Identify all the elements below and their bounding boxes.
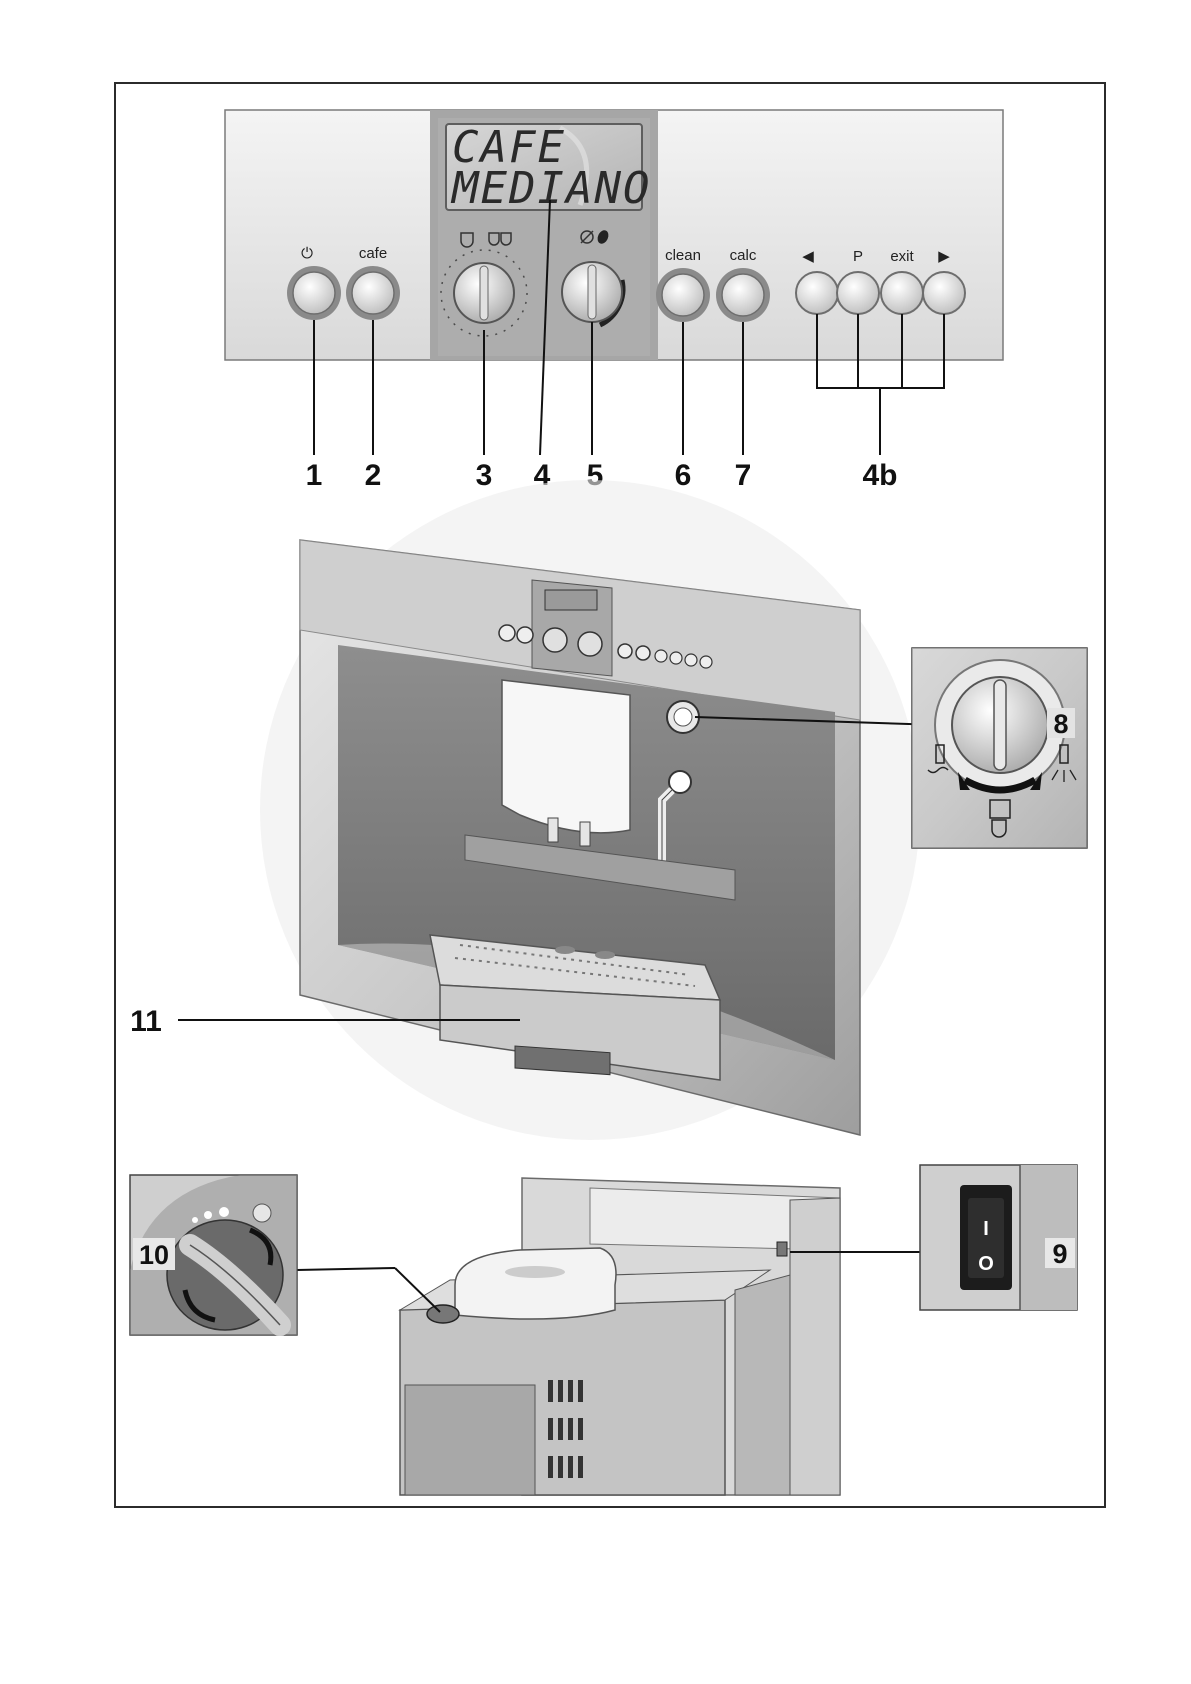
calc-button[interactable] — [716, 268, 770, 322]
callout-3: 3 — [476, 459, 493, 492]
callout-7: 7 — [735, 459, 752, 492]
switch-on-symbol: I — [983, 1218, 989, 1240]
cafe-button-label: cafe — [359, 245, 387, 262]
main-switch[interactable]: I O — [960, 1185, 1012, 1290]
power-button[interactable] — [287, 266, 341, 320]
grinder-knob — [427, 1305, 459, 1323]
callout-2: 2 — [365, 459, 382, 492]
machine-front-view — [260, 480, 920, 1140]
lcd-display: CAFE MEDIANO — [446, 122, 651, 214]
inset-steam-knob: 8 — [912, 648, 1087, 848]
callout-6: 6 — [675, 459, 692, 492]
clean-button[interactable] — [656, 268, 710, 322]
main-switch-small — [777, 1242, 787, 1256]
exit-button-label: exit — [890, 248, 914, 265]
p-button-label: P — [853, 248, 863, 265]
inset-main-switch: I O 9 — [920, 1165, 1077, 1310]
left-arrow-label: ◀ — [802, 248, 814, 265]
left-button[interactable] — [796, 272, 838, 314]
exit-button[interactable] — [881, 272, 923, 314]
switch-off-symbol: O — [978, 1253, 994, 1275]
control-panel: CAFE MEDIANO ⏻ cafe — [225, 110, 1003, 360]
callout-11: 11 — [130, 1005, 162, 1038]
callout-1: 1 — [306, 459, 323, 492]
right-arrow-label: ▶ — [938, 248, 950, 265]
cafe-button[interactable] — [346, 266, 400, 320]
calc-button-label: calc — [730, 247, 757, 264]
callout-8: 8 — [1053, 709, 1068, 739]
callout-4b: 4b — [862, 459, 897, 492]
callout-9: 9 — [1052, 1239, 1067, 1269]
clean-button-label: clean — [665, 247, 701, 264]
callout-10: 10 — [139, 1240, 169, 1270]
power-symbol-label: ⏻ — [301, 245, 313, 262]
p-button[interactable] — [837, 272, 879, 314]
right-button[interactable] — [923, 272, 965, 314]
steam-knob-small — [667, 701, 699, 733]
inset-grinder-knob: 10 — [130, 1175, 297, 1335]
bean-container — [455, 1248, 616, 1319]
